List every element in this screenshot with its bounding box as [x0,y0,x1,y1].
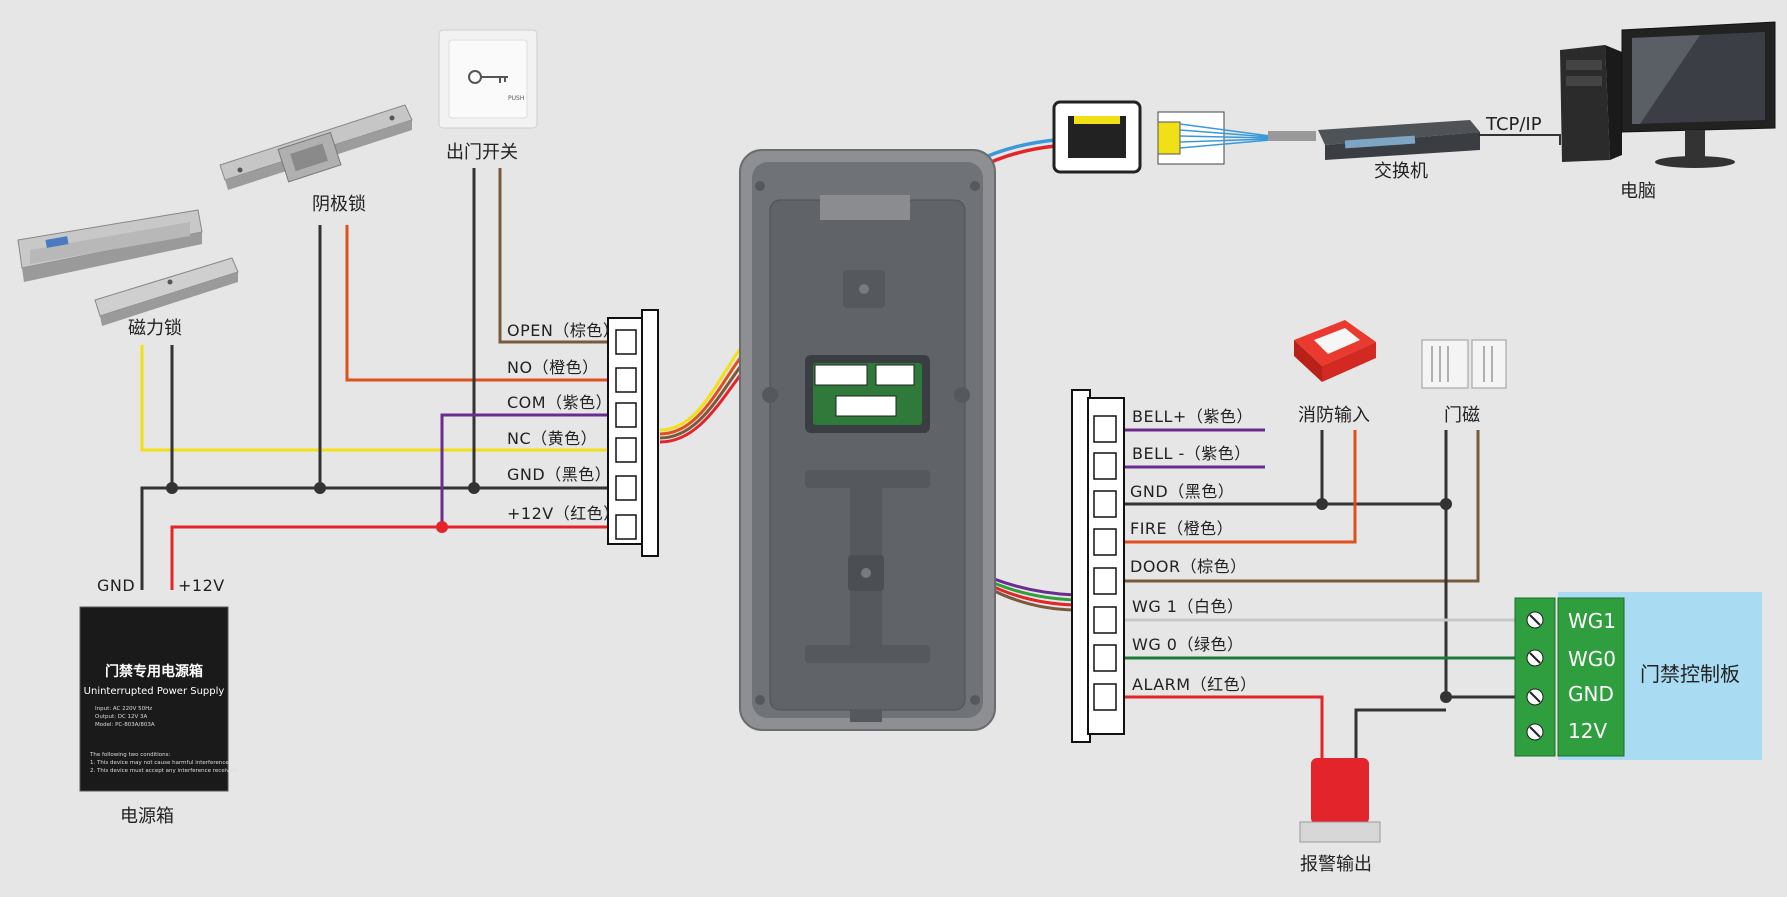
psu-title: 门禁专用电源箱 [105,663,203,680]
wire-gnd-black [140,486,610,590]
controller-board: WG1 WG0 GND 12V 门禁控制板 [1514,592,1762,760]
pc-monitor [1621,21,1776,168]
wire-alarm-black [1354,708,1446,760]
terminal-bell-minus: BELL -（紫色） [1132,444,1251,463]
maglock-device [17,209,239,326]
psu-subtitle: Uninterrupted Power Supply [84,686,225,697]
terminal-nc: NC（黄色） [507,429,597,448]
strike-device [219,104,413,190]
switch-label: 交换机 [1374,161,1428,182]
wire-nc-yellow [140,345,610,452]
terminal-com: COM（紫色） [507,393,612,412]
terminal-bell-plus: BELL+（紫色） [1132,407,1253,426]
controller-wg1: WG1 [1568,609,1616,633]
maglock-label: 磁力锁 [128,318,182,339]
key-icon [468,70,508,84]
right-wires [1122,428,1535,760]
left-terminal-labels: OPEN（棕色） NO（橙色） COM（紫色） NC（黄色） GND（黑色） +… [507,321,620,523]
psu-label: 电源箱 [120,806,174,827]
terminal-alarm: ALARM（红色） [1132,675,1257,694]
rj45-port [1052,100,1142,174]
network-switch [1318,120,1480,160]
wire-door-brown [1122,430,1480,583]
wire-fire-orange [1122,430,1357,544]
psu-gnd-label: GND [97,576,135,595]
controller-12v: 12V [1568,719,1607,743]
psu-12v-label: +12V [178,576,225,595]
left-terminal-block [607,309,659,557]
alarm-device [1299,758,1381,843]
exit-button-label: 出门开关 [446,142,518,163]
wire-open-brown [498,168,610,344]
wire-no-orange [345,225,610,382]
reader-device [739,149,996,731]
rj45-plug [1157,111,1316,165]
terminal-no: NO（橙色） [507,358,599,377]
terminal-door: DOOR（棕色） [1130,557,1247,576]
terminal-gnd-right: GND（黑色） [1130,482,1234,501]
terminal-wg0: WG 0（绿色） [1132,635,1244,654]
wire-com-purple [440,413,610,528]
controller-wg0: WG0 [1568,647,1616,671]
controller-label: 门禁控制板 [1640,662,1740,686]
strike-label: 阴极锁 [312,194,366,215]
controller-screws [1526,611,1544,741]
wire-12v-red [170,525,610,590]
terminal-gnd: GND（黑色） [507,465,611,484]
pc-tower [1560,45,1622,162]
psu-spec2: Output: DC 12V 3A [95,714,148,720]
right-terminal-block [1071,389,1125,743]
right-terminal-labels: BELL+（紫色） BELL -（紫色） GND（黑色） FIRE（橙色） DO… [1130,407,1257,694]
psu-note3: 2. This device must accept any interfere… [90,768,236,774]
fire-label: 消防输入 [1298,405,1370,426]
psu-device: 门禁专用电源箱 Uninterrupted Power Supply Input… [79,606,236,792]
alarm-label: 报警输出 [1300,854,1372,875]
terminal-fire: FIRE（橙色） [1130,519,1233,538]
push-text: PUSH [508,95,524,102]
fire-alarm-device [1294,320,1376,382]
terminal-open: OPEN（棕色） [507,321,619,340]
wire-alarm-red [1122,695,1324,760]
psu-note1: The following two conditions: [89,752,171,758]
terminal-wg1: WG 1（白色） [1132,597,1244,616]
exit-button-device: PUSH [438,29,538,129]
psu-spec3: Model: PC-803A/803A [95,722,155,728]
terminal-12v: +12V（红色） [507,504,620,523]
left-wires [140,168,610,590]
psu-spec1: Input: AC 220V 50Hz [95,706,152,712]
controller-gnd: GND [1568,682,1614,706]
psu-note2: 1. This device may not cause harmful int… [90,760,229,766]
door-sensor-device [1421,339,1507,389]
door-sensor-label: 门磁 [1444,405,1480,426]
pc-label: 电脑 [1620,181,1656,202]
tcpip-label: TCP/IP [1485,114,1542,135]
